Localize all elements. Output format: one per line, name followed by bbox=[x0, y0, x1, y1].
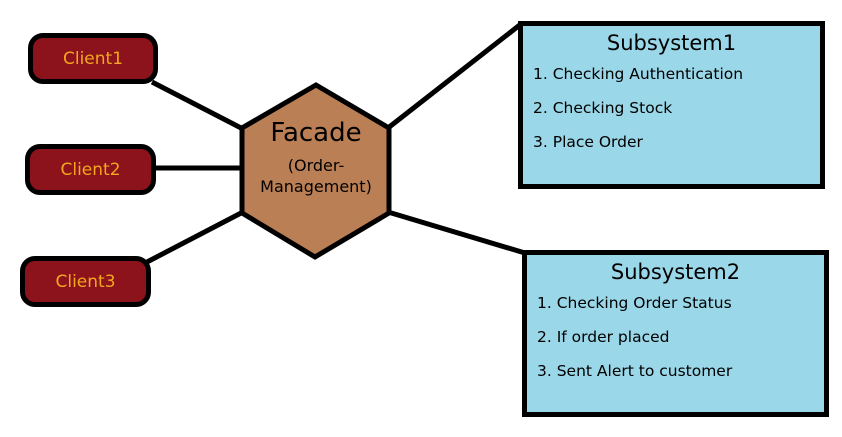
subsystem2-title: Subsystem2 bbox=[610, 260, 741, 284]
subsystem1-item-2: 2. Checking Stock bbox=[533, 99, 673, 117]
subsystem2-item-3: 3. Sent Alert to customer bbox=[537, 362, 733, 380]
subsystem1-item-1: 1. Checking Authentication bbox=[533, 65, 744, 83]
client2-node: Client2 bbox=[25, 144, 156, 195]
facade-subtitle: (Order-Management) bbox=[260, 156, 372, 196]
client1-node: Client1 bbox=[28, 33, 158, 84]
subsystem1-box: Subsystem1 1. Checking Authentication 2.… bbox=[518, 21, 825, 189]
facade-hexagon bbox=[239, 82, 392, 260]
subsystem1-item-3: 3. Place Order bbox=[533, 133, 643, 151]
subsystem2-item-1: 1. Checking Order Status bbox=[537, 294, 732, 312]
connector-line bbox=[386, 22, 523, 130]
subsystem2-item-2: 2. If order placed bbox=[537, 328, 670, 346]
connector-line bbox=[387, 209, 526, 256]
client3-node: Client3 bbox=[20, 256, 151, 307]
connector-line bbox=[145, 209, 245, 265]
subsystem2-box: Subsystem2 1. Checking Order Status 2. I… bbox=[522, 250, 829, 417]
facade-node-label: Facade (Order-Management) bbox=[252, 118, 380, 197]
subsystem1-title: Subsystem1 bbox=[606, 31, 737, 55]
connector-line bbox=[150, 79, 245, 132]
client1-label: Client1 bbox=[62, 48, 124, 69]
client2-label: Client2 bbox=[60, 159, 121, 180]
facade-title: Facade bbox=[270, 118, 362, 148]
client3-label: Client3 bbox=[55, 271, 116, 292]
